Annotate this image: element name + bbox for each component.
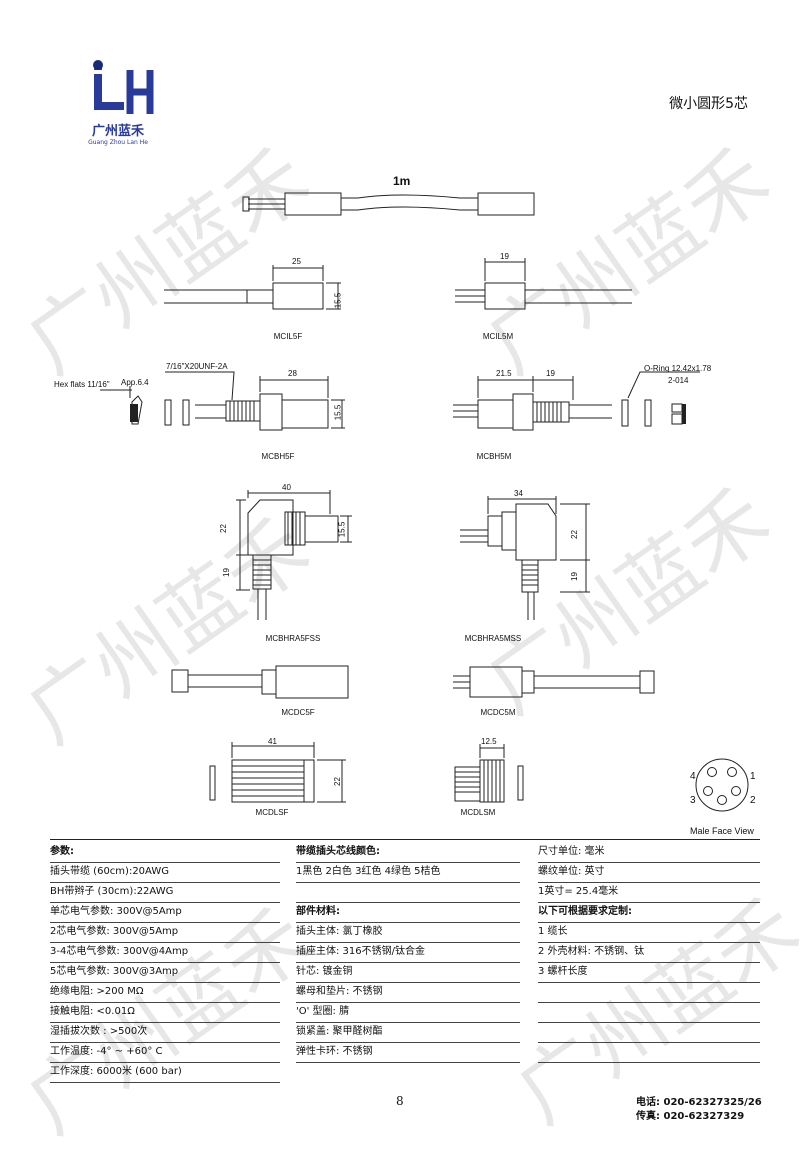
spec-row: 插座主体: 316不锈钢/钛合金 [296,943,520,963]
mcbhra5mss-height-dim: 22 [569,530,579,539]
spec-row: 'O' 型圈: 腈 [296,1003,520,1023]
spec-row [538,1043,760,1063]
brand-subname: Guang Zhou Lan He [88,139,148,146]
contact-fax: 传真: 020-62327329 [636,1111,745,1122]
part-name: MCBHRA5MSS [464,634,522,643]
contact-phone: 电话: 020-62327325/26 [636,1097,762,1108]
thread-label: 7/16"X20UNF-2A [166,362,228,371]
page-title: 微小圆形5芯 [669,96,748,112]
mcdlsf-width-dim: 41 [268,737,277,746]
spec-row: 2 外壳材料: 不锈钢、钛 [538,943,760,963]
spec-row: 插头带缆 (60cm):20AWG [50,863,280,883]
brand-name: 广州蓝禾 [91,124,144,139]
spec-row: 湿插拔次数 : >500次 [50,1023,280,1043]
spec-table-topline [50,839,760,840]
pin-label: 1 [750,771,756,782]
pin-label: 2 [750,795,756,806]
mcil5f-length-dim: 25 [292,257,301,266]
spec-row: 针芯: 镀金铜 [296,963,520,983]
technical-drawing [100,192,749,812]
mcbhra5fss-height-dim: 22 [218,524,228,533]
oring-label: O-Ring 12.42x1.78 [644,364,712,373]
part-name: MCDC5M [480,708,516,717]
part-name: MCBH5M [476,452,512,461]
spec-row: 1黑色 2白色 3红色 4绿色 5桔色 [296,863,520,883]
mcbh5m-dim-a: 21.5 [496,369,512,378]
part-name: MCDC5F [281,708,315,717]
mcil5f-height-dim: 15.5 [333,292,343,309]
mcdlsm-width-dim: 12.5 [481,737,497,746]
mcbhra5mss-width-dim: 34 [514,489,523,498]
face-view-caption: Male Face View [690,826,754,836]
spec-row: 单芯电气参数: 300V@5Amp [50,903,280,923]
part-name: MCIL5F [273,332,303,341]
spec-row: BH带辫子 (30cm):22AWG [50,883,280,903]
spec-row: 螺纹单位: 英寸 [538,863,760,883]
spec-row: 螺母和垫片: 不锈钢 [296,983,520,1003]
spec-subheading: 部件材料: [296,903,520,923]
spec-row [296,1063,520,1082]
spec-row: 接触电阻: <0.01Ω [50,1003,280,1023]
spec-row: 3 螺杆长度 [538,963,760,983]
mcbhra5fss-width-dim: 40 [282,483,291,492]
spec-subheading: 以下可根据要求定制: [538,903,760,923]
mcbh5f-length-dim: 28 [288,369,297,378]
spec-row: 弹性卡环: 不锈钢 [296,1043,520,1063]
app-label: App.6.4 [121,378,149,387]
mcbh5m-dim-b: 19 [546,369,555,378]
logo-mark-icon [93,60,154,114]
brand-logo: 广州蓝禾 Guang Zhou Lan He [84,58,164,148]
mcbhra5fss-height2-dim: 15.5 [337,521,347,538]
spec-heading: 参数: [50,843,280,863]
page-number: 8 [396,1094,404,1108]
spec-heading: 带缆插头芯线颜色: [296,843,520,863]
part-name: MCBH5F [261,452,295,461]
pin-label: 3 [690,795,696,806]
spec-row: 锁紧盖: 聚甲醛树酯 [296,1023,520,1043]
spec-row: 插头主体: 氯丁橡胶 [296,923,520,943]
spec-row: 1 缆长 [538,923,760,943]
mcil5m-length-dim: 19 [500,252,509,261]
part-name: MCIL5M [482,332,514,341]
spec-table: 参数: 插头带缆 (60cm):20AWG BH带辫子 (30cm):22AWG… [50,839,760,1083]
mcbh5f-height-dim: 15.5 [333,404,343,421]
spec-row: 1英寸= 25.4毫米 [538,883,760,903]
spec-row [538,1063,760,1082]
spec-row [538,1023,760,1043]
cable-length-label: 1m [393,174,411,188]
part-name: MCDLSM [460,808,496,817]
spec-row: 工作深度: 6000米 (600 bar) [50,1063,280,1083]
mcbhra5fss-vertical-dim: 19 [221,568,231,577]
part-name: MCBHRA5FSS [265,634,321,643]
spec-row: 绝缘电阻: >200 MΩ [50,983,280,1003]
part-name: MCDLSF [255,808,289,817]
spec-row: 3-4芯电气参数: 300V@4Amp [50,943,280,963]
spec-row [538,1003,760,1023]
spec-row [538,983,760,1003]
spec-row: 5芯电气参数: 300V@3Amp [50,963,280,983]
pin-label: 4 [690,771,696,782]
spec-row: 2芯电气参数: 300V@5Amp [50,923,280,943]
mcbhra5mss-vertical-dim: 19 [569,572,579,581]
hex-flats-label: Hex flats 11/16" [54,380,110,389]
mcdlsf-height-dim: 22 [332,777,342,786]
spec-row: 尺寸单位: 毫米 [538,843,760,863]
oring-code: 2-014 [668,376,689,385]
spec-row: 工作温度: -4° ~ +60° C [50,1043,280,1063]
spec-row [296,883,520,903]
